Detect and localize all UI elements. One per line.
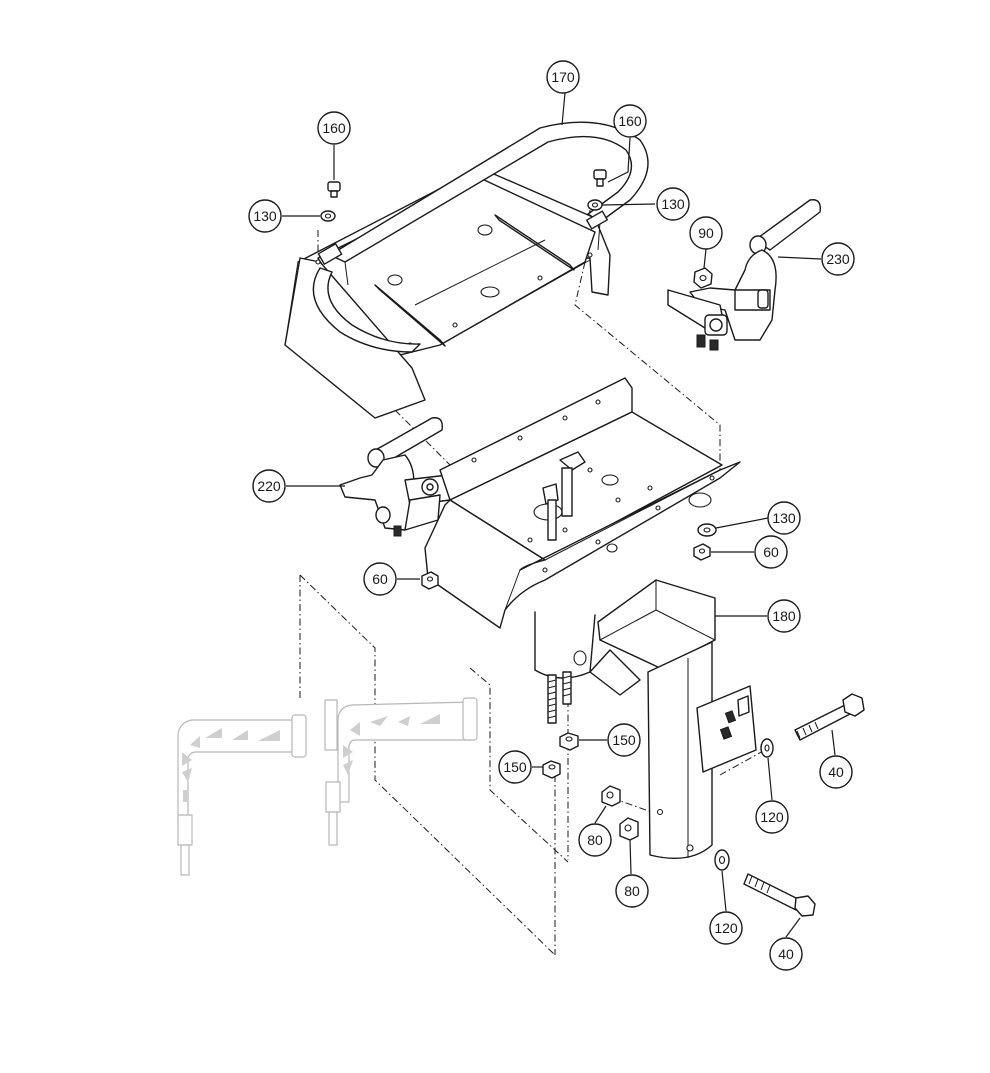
leader-lines xyxy=(282,92,836,938)
callout-150-upper: 150 xyxy=(607,723,641,757)
callout-80-lower-label: 80 xyxy=(624,883,640,899)
callout-40-upper-label: 40 xyxy=(828,764,844,780)
callout-130-left-label: 130 xyxy=(253,208,277,224)
ghost-leg-left xyxy=(177,714,307,876)
support-post-180 xyxy=(589,579,757,860)
nut-150-upper xyxy=(559,732,579,751)
callout-120-upper-label: 120 xyxy=(760,809,784,825)
callout-160-left: 160 xyxy=(317,111,351,145)
callout-230: 230 xyxy=(821,242,855,276)
callout-90-label: 90 xyxy=(698,225,714,241)
callout-40-upper: 40 xyxy=(819,755,853,789)
callout-60-left: 60 xyxy=(363,562,397,596)
callout-130-left: 130 xyxy=(248,199,282,233)
callout-120-upper: 120 xyxy=(755,800,789,834)
callout-160-right: 160 xyxy=(613,104,647,138)
seat-pan-170 xyxy=(284,121,649,419)
callout-180-label: 180 xyxy=(772,608,796,624)
callout-130-right-label: 130 xyxy=(661,196,685,212)
callout-160-right-label: 160 xyxy=(618,113,642,129)
callout-220: 220 xyxy=(252,469,286,503)
bolt-40-upper xyxy=(794,693,865,741)
callout-180: 180 xyxy=(767,599,801,633)
callout-220-label: 220 xyxy=(257,478,281,494)
washer-120-upper xyxy=(760,738,774,758)
callout-60-right: 60 xyxy=(754,535,788,569)
mounting-bracket xyxy=(424,377,741,724)
callout-40-lower-label: 40 xyxy=(778,946,794,962)
callout-80-upper-label: 80 xyxy=(587,832,603,848)
screw-160-left xyxy=(327,181,341,198)
callout-40-lower: 40 xyxy=(769,937,803,971)
ghost-leg-right xyxy=(324,697,478,846)
callout-80-upper: 80 xyxy=(578,823,612,857)
washer-120-lower xyxy=(714,849,730,871)
callout-150-lower-label: 150 xyxy=(503,759,527,775)
callout-80-lower: 80 xyxy=(615,874,649,908)
washer-130-bracket xyxy=(697,523,717,537)
nut-60-right xyxy=(693,543,711,561)
callout-120-lower: 120 xyxy=(709,911,743,945)
callout-230-label: 230 xyxy=(826,251,850,267)
callout-130-bracket-label: 130 xyxy=(772,510,796,526)
nut-80-upper xyxy=(601,785,621,807)
callout-130-right: 130 xyxy=(656,187,690,221)
nut-80-lower xyxy=(619,817,639,841)
callout-60-right-label: 60 xyxy=(763,544,779,560)
bolt-40-lower xyxy=(743,873,816,917)
clamp-lever-220 xyxy=(339,417,451,537)
callout-120-lower-label: 120 xyxy=(714,920,738,936)
callout-160-left-label: 160 xyxy=(322,120,346,136)
callout-130-bracket: 130 xyxy=(767,501,801,535)
callout-60-left-label: 60 xyxy=(372,571,388,587)
callout-150-lower: 150 xyxy=(498,750,532,784)
callout-170: 170 xyxy=(546,60,580,94)
nut-90 xyxy=(693,267,713,289)
washer-130-left xyxy=(320,210,336,222)
clamp-lever-230 xyxy=(667,199,821,351)
nut-60-left xyxy=(421,571,439,590)
screw-160-right xyxy=(593,169,607,187)
callout-150-upper-label: 150 xyxy=(612,732,636,748)
callout-90: 90 xyxy=(689,216,723,250)
washer-130-right xyxy=(587,199,603,211)
callout-170-label: 170 xyxy=(551,69,575,85)
nut-150-lower xyxy=(542,760,561,779)
